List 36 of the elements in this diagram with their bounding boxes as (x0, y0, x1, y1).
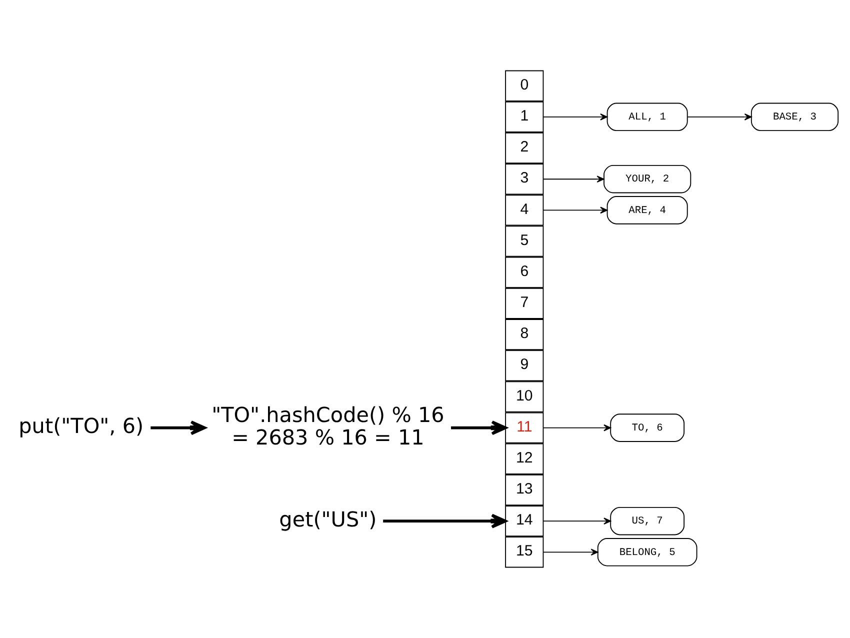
node-box: 12 (505, 443, 544, 474)
node-box: 3 (505, 164, 544, 195)
node-box: 9 (505, 350, 544, 382)
arrow (451, 420, 507, 436)
node-box: BASE, 3 (750, 102, 839, 132)
node-box: 4 (505, 194, 544, 226)
node-box: BELONG, 5 (597, 538, 698, 566)
node-text: "TO".hashCode() % 16 = 2683 % 16 = 11 (212, 402, 444, 450)
node-box: 10 (505, 381, 544, 412)
node-box: 15 (505, 536, 544, 568)
node-box: TO, 6 (610, 414, 685, 442)
arrow (150, 420, 206, 436)
arrow (542, 206, 608, 214)
arrow (383, 514, 507, 528)
arrow (687, 114, 752, 120)
node-box: US, 7 (610, 506, 685, 536)
node-box: 8 (505, 319, 544, 350)
arrow (542, 424, 612, 432)
node-box: 0 (505, 70, 544, 102)
node-box: YOUR, 2 (604, 164, 692, 194)
node-box: 2 (505, 132, 544, 164)
arrow (542, 176, 604, 183)
node-box: ARE, 4 (606, 196, 688, 224)
node-box: 7 (505, 288, 544, 319)
arrow (542, 548, 598, 556)
arrow (542, 518, 612, 524)
node-text: get("US") (279, 507, 377, 532)
node-box: ALL, 1 (606, 102, 688, 132)
node-box: 5 (505, 226, 544, 257)
node-box: 13 (505, 474, 544, 506)
arrow (542, 114, 608, 120)
node-box: 1 (505, 101, 544, 132)
node-text: put("TO", 6) (18, 414, 144, 438)
node-box: 14 (505, 506, 544, 537)
node-box: 6 (505, 256, 544, 288)
node-box: 11 (505, 412, 544, 444)
